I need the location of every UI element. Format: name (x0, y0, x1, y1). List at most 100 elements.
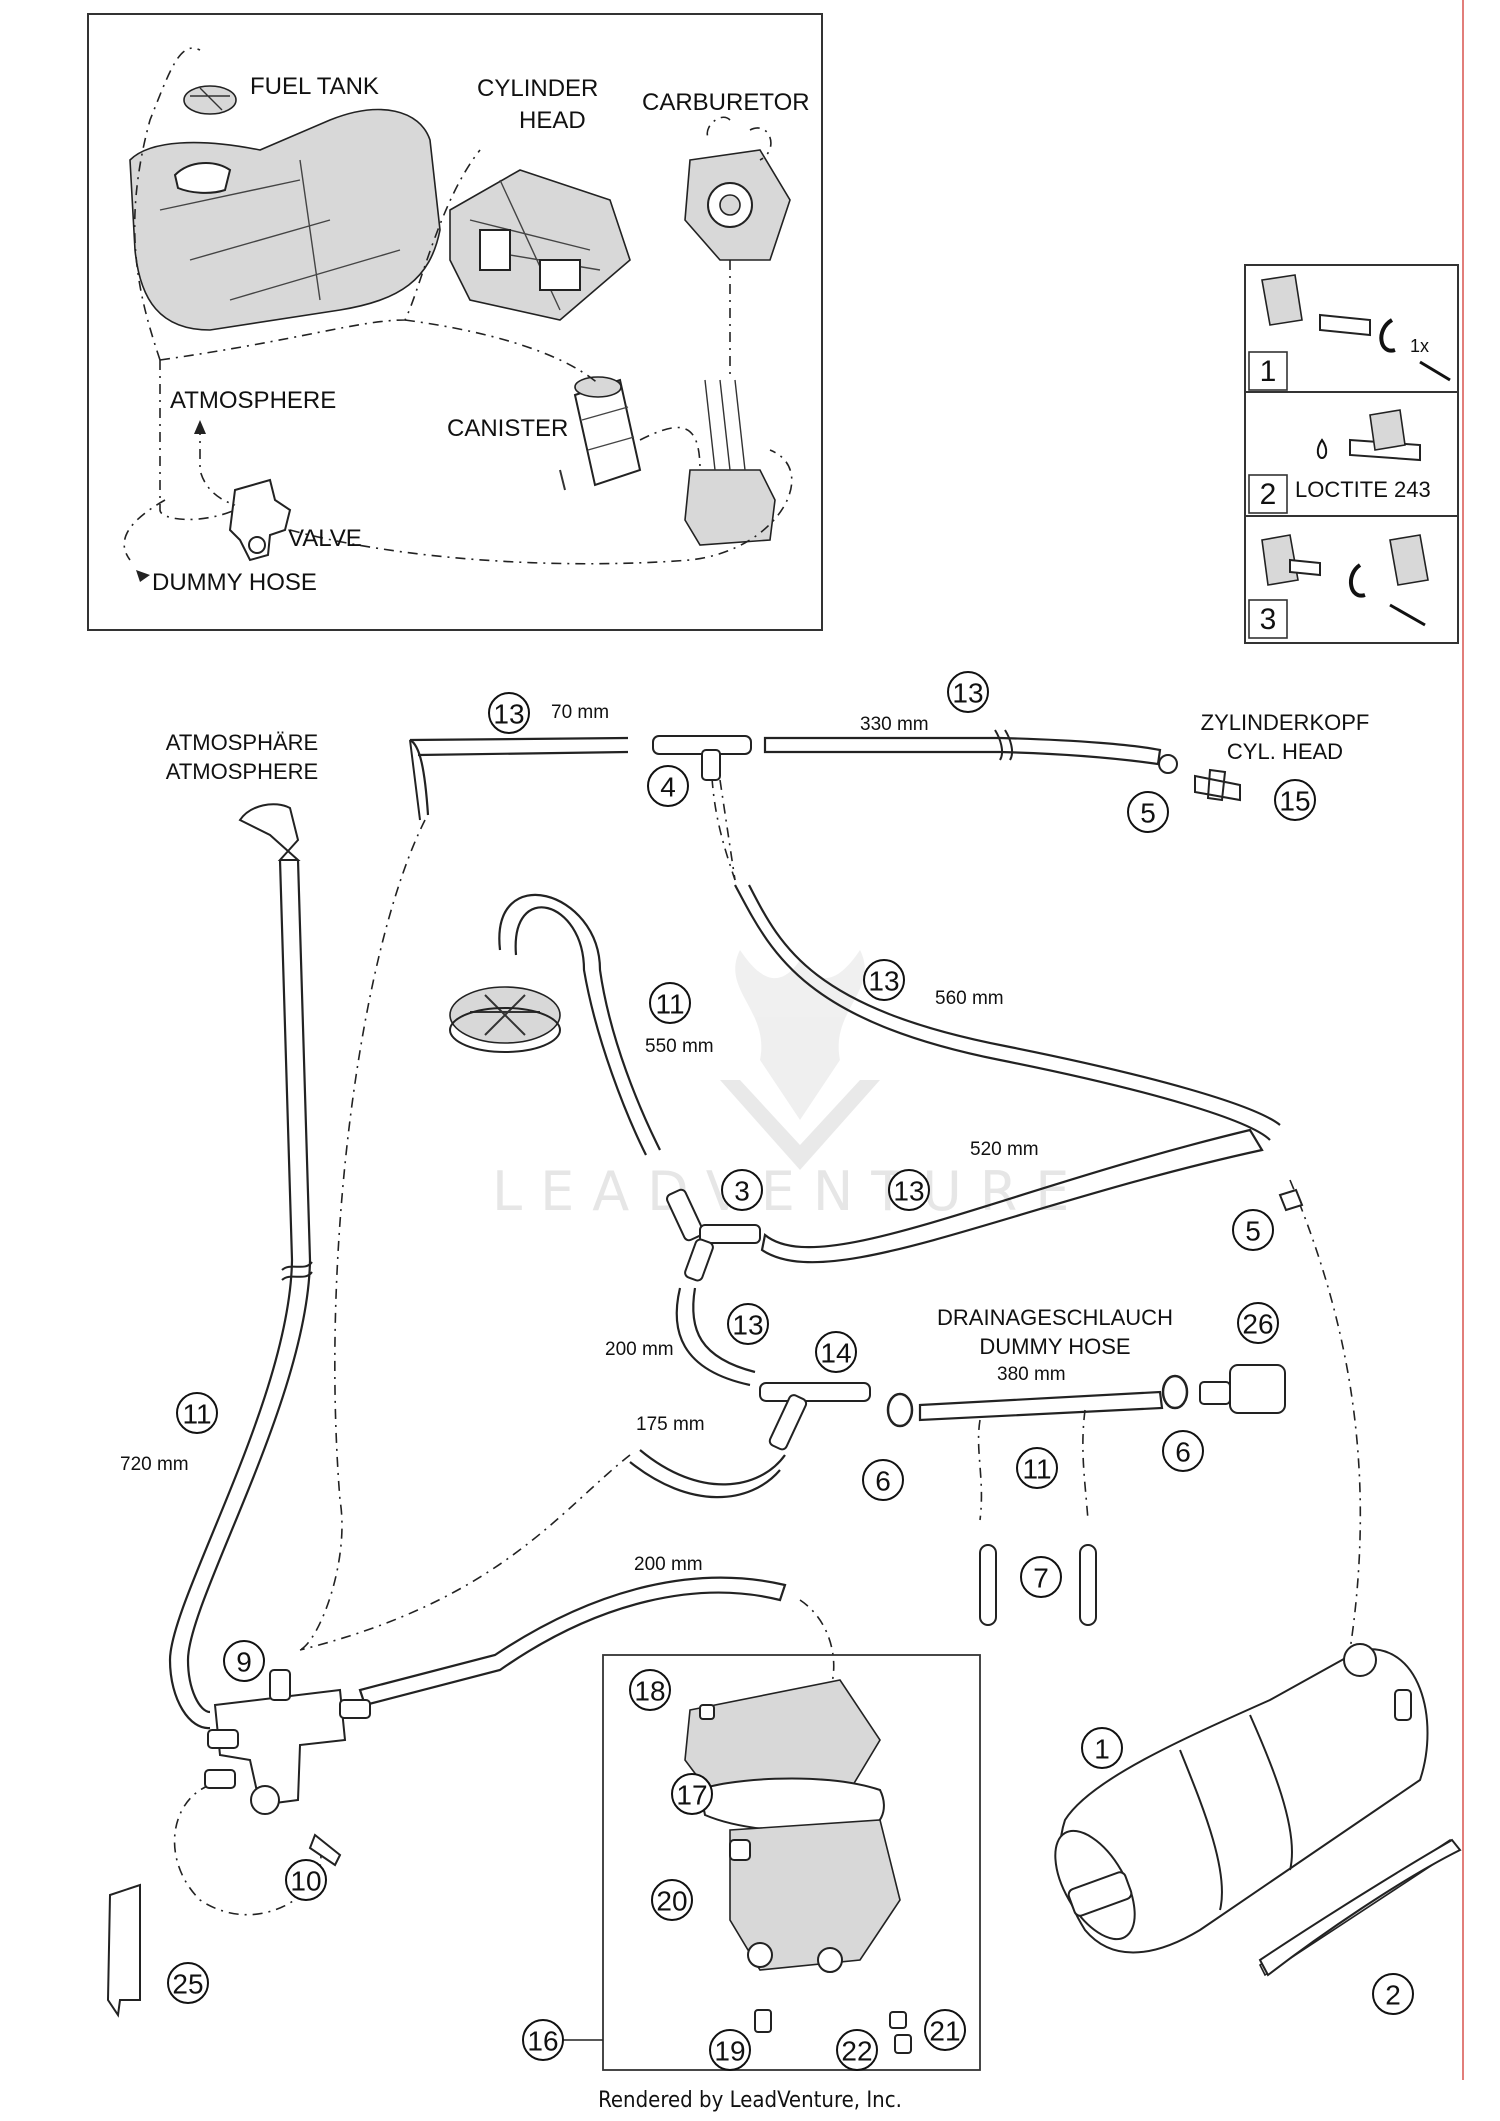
step-1-note: 1x (1410, 336, 1429, 356)
strap-7-left (979, 1544, 997, 1626)
label-head: HEAD (519, 107, 586, 134)
assembly-steps-panel: 1 1x 2 LOCTITE 243 3 (1244, 264, 1459, 644)
label-fuel-tank: FUEL TANK (250, 73, 379, 100)
callout-4: 4 (647, 765, 689, 807)
callout-17: 17 (671, 1773, 713, 1815)
svg-text:11: 11 (182, 1399, 211, 1430)
svg-text:17: 17 (676, 1780, 707, 1811)
callout-11: 11 (1016, 1447, 1058, 1489)
svg-text:13: 13 (952, 678, 983, 709)
callout-22: 22 (836, 2029, 878, 2071)
callout-1: 1 (1081, 1727, 1123, 1769)
dim-70mm: 70 mm (551, 702, 609, 723)
plug-20 (729, 1839, 751, 1861)
clamp-5-right (1278, 1188, 1304, 1212)
label-cylinder: CYLINDER (477, 75, 598, 102)
svg-text:18: 18 (634, 1676, 665, 1707)
t-piece-14 (759, 1382, 871, 1451)
hoses (168, 729, 1362, 1916)
fitting-26 (1199, 1364, 1286, 1414)
label-valve: VALVE (288, 525, 362, 552)
watermark: LEADVENTURE (492, 950, 1087, 1223)
valve-illustration (228, 478, 292, 562)
callout-21: 21 (924, 2009, 966, 2051)
t-piece-4 (652, 735, 752, 781)
canister-1 (1054, 1643, 1429, 1954)
fitting-15 (1194, 768, 1241, 802)
svg-text:13: 13 (893, 1176, 924, 1207)
callout-13: 13 (947, 671, 989, 713)
dim-200mm-lower: 200 mm (634, 1554, 703, 1575)
screw-18 (699, 1704, 715, 1720)
dim-520mm: 520 mm (970, 1139, 1039, 1160)
step-2-note: LOCTITE 243 (1295, 477, 1431, 502)
dim-175mm: 175 mm (636, 1414, 705, 1435)
callout-6: 6 (862, 1459, 904, 1501)
callout-6: 6 (1162, 1430, 1204, 1472)
svg-text:5: 5 (1140, 798, 1156, 829)
atmosphere-elbow (238, 803, 301, 861)
watermark-text: LEADVENTURE (492, 1160, 1087, 1223)
label-canister: CANISTER (447, 415, 568, 442)
t-piece-3 (666, 1188, 761, 1282)
carburetor-illustration (684, 149, 791, 261)
float-bowl-box (602, 1654, 981, 2071)
svg-text:13: 13 (493, 699, 524, 730)
callout-26: 26 (1237, 1302, 1279, 1344)
svg-text:3: 3 (734, 1176, 750, 1207)
label-drainageschlauch: DRAINAGESCHLAUCH (937, 1305, 1173, 1330)
dim-200mm-upper: 200 mm (605, 1339, 674, 1360)
svg-text:25: 25 (172, 1969, 203, 2000)
callouts: 13 13 4 5 15 11 13 3 13 5 13 14 26 6 11 … (167, 671, 1414, 2071)
callout-13: 13 (727, 1303, 769, 1345)
callout-3: 3 (721, 1169, 763, 1211)
fuel-cap (449, 986, 561, 1053)
carburetor-drain-illustration (684, 379, 776, 546)
label-atmosphere-inset: ATMOSPHERE (170, 387, 336, 414)
svg-text:1: 1 (1094, 1734, 1110, 1765)
pad-2 (1258, 1838, 1462, 1977)
callout-11: 11 (176, 1392, 218, 1434)
svg-text:10: 10 (290, 1866, 321, 1897)
screw-19 (754, 2009, 772, 2033)
canister-illustration (559, 376, 642, 491)
valve-9 (204, 1669, 371, 1815)
label-zylinderkopf: ZYLINDERKOPF (1201, 710, 1370, 735)
callout-13: 13 (888, 1169, 930, 1211)
screw-21 (894, 2034, 912, 2054)
clamp-6-left (886, 1392, 914, 1428)
step-1-number: 1 (1260, 355, 1277, 388)
label-atmosphere: ATMOSPHERE (166, 759, 318, 784)
dim-330mm: 330 mm (860, 714, 929, 735)
footer-credit: Rendered by LeadVenture, Inc. (598, 2088, 902, 2113)
svg-text:15: 15 (1279, 786, 1310, 817)
svg-text:5: 5 (1245, 1216, 1261, 1247)
label-cyl-head: CYL. HEAD (1227, 739, 1343, 764)
dim-720mm: 720 mm (120, 1454, 189, 1475)
svg-text:6: 6 (1175, 1437, 1191, 1468)
svg-text:2: 2 (1385, 1980, 1401, 2011)
step-1: 1 1x (1248, 274, 1451, 391)
label-dummy-hose: DUMMY HOSE (979, 1334, 1130, 1359)
callout-13: 13 (863, 959, 905, 1001)
svg-text:26: 26 (1242, 1309, 1273, 1340)
svg-text:7: 7 (1033, 1563, 1049, 1594)
svg-text:14: 14 (820, 1338, 851, 1369)
callout-15: 15 (1274, 779, 1316, 821)
callout-25: 25 (167, 1962, 209, 2004)
dim-380mm: 380 mm (997, 1364, 1066, 1385)
callout-10: 10 (285, 1859, 327, 1901)
callout-5: 5 (1127, 791, 1169, 833)
step-3: 3 (1248, 534, 1429, 639)
svg-text:11: 11 (655, 989, 684, 1020)
callout-9: 9 (223, 1640, 265, 1682)
svg-text:13: 13 (732, 1310, 763, 1341)
svg-text:9: 9 (236, 1647, 252, 1678)
callout-18: 18 (629, 1669, 671, 1711)
callout-20: 20 (651, 1879, 693, 1921)
label-dummy-hose-inset: DUMMY HOSE (152, 569, 317, 596)
clamp-5-upper (1158, 754, 1178, 774)
svg-text:20: 20 (656, 1886, 687, 1917)
clamp-6-right (1161, 1374, 1189, 1410)
